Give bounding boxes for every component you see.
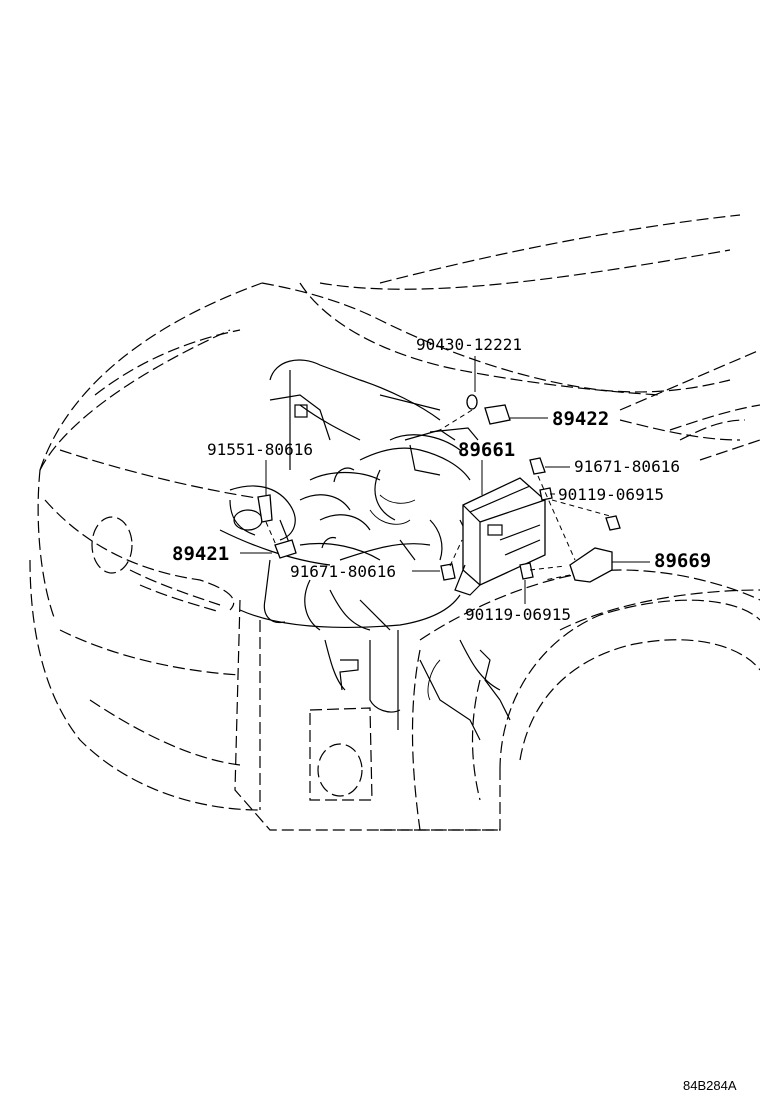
callout-90430-12221: 90430-12221 (416, 335, 522, 354)
callout-89421: 89421 (172, 543, 229, 565)
engine-sketch (219, 359, 511, 741)
car-body-outline (29, 214, 760, 831)
part-callouts: 90430-12221 89422 91551-80616 89661 9167… (172, 335, 711, 624)
callout-89669: 89669 (654, 550, 711, 572)
bolt-90119-lower (519, 562, 534, 580)
bolt-90119-upper (605, 515, 621, 531)
bolt-91551 (257, 494, 273, 523)
ecu-module-drawing (454, 477, 546, 596)
leader-lines (240, 356, 650, 604)
callout-89661: 89661 (458, 439, 515, 461)
callout-89422: 89422 (552, 408, 609, 430)
bracket-89669 (569, 547, 613, 583)
washer-part (466, 394, 478, 410)
callout-90119-06915-upper: 90119-06915 (558, 485, 664, 504)
callout-91671-80616-lower: 91671-80616 (290, 562, 396, 581)
callout-91671-80616-upper: 91671-80616 (574, 457, 680, 476)
bolt-upper-right (529, 457, 546, 475)
small-parts (257, 394, 621, 583)
diagram-id: 84B284A (683, 1078, 737, 1093)
sensor-89421 (274, 539, 297, 559)
sensor-89422 (484, 404, 511, 425)
callout-91551-80616: 91551-80616 (207, 440, 313, 459)
bolt-91671-lower (440, 563, 456, 581)
callout-90119-06915-lower: 90119-06915 (465, 605, 571, 624)
